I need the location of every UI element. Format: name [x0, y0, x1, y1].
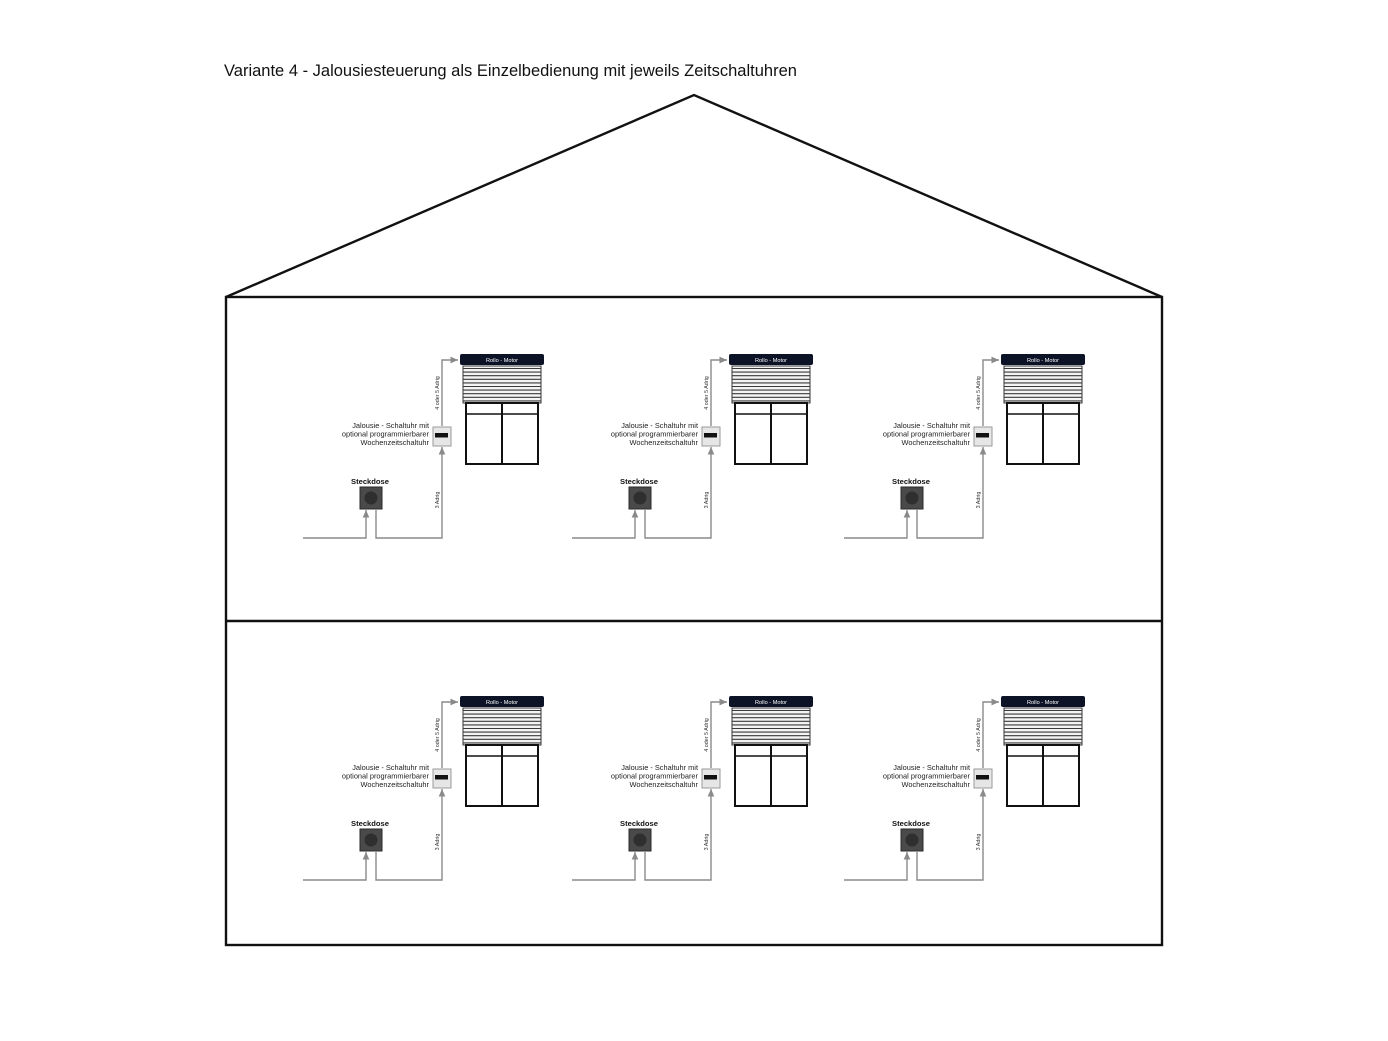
socket-label: Steckdose [351, 477, 389, 486]
wire-bottom-label: 3 Adrig [976, 834, 982, 851]
socket-label: Steckdose [351, 819, 389, 828]
wiring-unit: 4 oder 5 Adrig 3 Adrig Steckdose Jalousie -… [303, 354, 544, 539]
wire-3-adrig [375, 789, 446, 881]
wire-top-label: 4 oder 5 Adrig [435, 718, 441, 752]
wire-bottom-label: 3 Adrig [435, 492, 441, 509]
wire-top-label: 4 oder 5 Adrig [976, 376, 982, 410]
timer-switch-label: Wochenzeitschaltuhr [902, 780, 971, 789]
supply-wire [844, 509, 911, 539]
wire-top-label: 4 oder 5 Adrig [435, 376, 441, 410]
supply-wire [303, 509, 370, 539]
timer-switch-label: optional programmierbarer [883, 430, 971, 439]
motor-label: Rollo - Motor [1027, 700, 1059, 706]
socket-icon-face [905, 491, 919, 505]
motor-bar [729, 354, 813, 365]
wire-3-adrig [916, 447, 987, 539]
timer-switch-label: Jalousie - Schaltuhr mit [893, 763, 970, 772]
socket-icon-face [905, 833, 919, 847]
timer-switch-display [704, 433, 717, 438]
motor-bar [1001, 696, 1085, 707]
motor-label: Rollo - Motor [755, 700, 787, 706]
wire-top-label: 4 oder 5 Adrig [704, 376, 710, 410]
wire-bottom-label: 3 Adrig [976, 492, 982, 509]
supply-wire [572, 852, 639, 881]
socket-icon-face [364, 491, 378, 505]
socket-icon-face [633, 491, 647, 505]
wiring-unit: 4 oder 5 Adrig 3 Adrig Steckdose Jalousie -… [572, 696, 813, 881]
motor-label: Rollo - Motor [755, 358, 787, 364]
wiring-unit: 4 oder 5 Adrig 3 Adrig Steckdose Jalousie -… [844, 696, 1085, 881]
wire-bottom-label: 3 Adrig [704, 834, 710, 851]
motor-bar [1001, 354, 1085, 365]
wire-bottom-label: 3 Adrig [435, 834, 441, 851]
timer-switch-label: Jalousie - Schaltuhr mit [352, 763, 429, 772]
socket-label: Steckdose [620, 477, 658, 486]
timer-switch-display [976, 775, 989, 780]
motor-label: Rollo - Motor [486, 358, 518, 364]
timer-switch-label: optional programmierbarer [342, 430, 430, 439]
timer-switch-label: Wochenzeitschaltuhr [361, 438, 430, 447]
timer-switch-display [976, 433, 989, 438]
wiring-unit: 4 oder 5 Adrig 3 Adrig Steckdose Jalousie -… [844, 354, 1085, 539]
socket-label: Steckdose [620, 819, 658, 828]
wire-3-adrig [644, 789, 715, 881]
wire-4-5-adrig [710, 698, 727, 768]
timer-switch-label: Jalousie - Schaltuhr mit [893, 421, 970, 430]
wire-4-5-adrig [441, 698, 458, 768]
timer-switch-display [704, 775, 717, 780]
timer-switch-label: Jalousie - Schaltuhr mit [352, 421, 429, 430]
timer-switch-label: Wochenzeitschaltuhr [361, 780, 430, 789]
timer-switch-label: Jalousie - Schaltuhr mit [621, 421, 698, 430]
wire-4-5-adrig [982, 356, 999, 426]
diagram-title: Variante 4 - Jalousiesteuerung als Einze… [224, 62, 797, 80]
timer-switch-label: optional programmierbarer [342, 772, 430, 781]
supply-wire [303, 852, 370, 881]
socket-icon-face [633, 833, 647, 847]
motor-bar [460, 696, 544, 707]
timer-switch-label: optional programmierbarer [611, 772, 699, 781]
wire-3-adrig [644, 447, 715, 539]
motor-bar [460, 354, 544, 365]
socket-icon-face [364, 833, 378, 847]
timer-switch-label: Wochenzeitschaltuhr [902, 438, 971, 447]
timer-switch-label: Wochenzeitschaltuhr [630, 780, 699, 789]
timer-switch-label: optional programmierbarer [883, 772, 971, 781]
wire-4-5-adrig [710, 356, 727, 426]
wire-4-5-adrig [441, 356, 458, 426]
wire-bottom-label: 3 Adrig [704, 492, 710, 509]
supply-wire [572, 509, 639, 539]
wire-3-adrig [916, 789, 987, 881]
timer-switch-label: Wochenzeitschaltuhr [630, 438, 699, 447]
timer-switch-label: Jalousie - Schaltuhr mit [621, 763, 698, 772]
motor-bar [729, 696, 813, 707]
wire-top-label: 4 oder 5 Adrig [976, 718, 982, 752]
motor-label: Rollo - Motor [1027, 358, 1059, 364]
timer-switch-display [435, 775, 448, 780]
wire-3-adrig [375, 447, 446, 539]
wiring-unit: 4 oder 5 Adrig 3 Adrig Steckdose Jalousie -… [303, 696, 544, 881]
roof-outline [225, 93, 1163, 299]
socket-label: Steckdose [892, 819, 930, 828]
motor-label: Rollo - Motor [486, 700, 518, 706]
wiring-unit: 4 oder 5 Adrig 3 Adrig Steckdose Jalousie -… [572, 354, 813, 539]
supply-wire [844, 852, 911, 881]
timer-switch-label: optional programmierbarer [611, 430, 699, 439]
socket-label: Steckdose [892, 477, 930, 486]
wire-top-label: 4 oder 5 Adrig [704, 718, 710, 752]
wire-4-5-adrig [982, 698, 999, 768]
timer-switch-display [435, 433, 448, 438]
